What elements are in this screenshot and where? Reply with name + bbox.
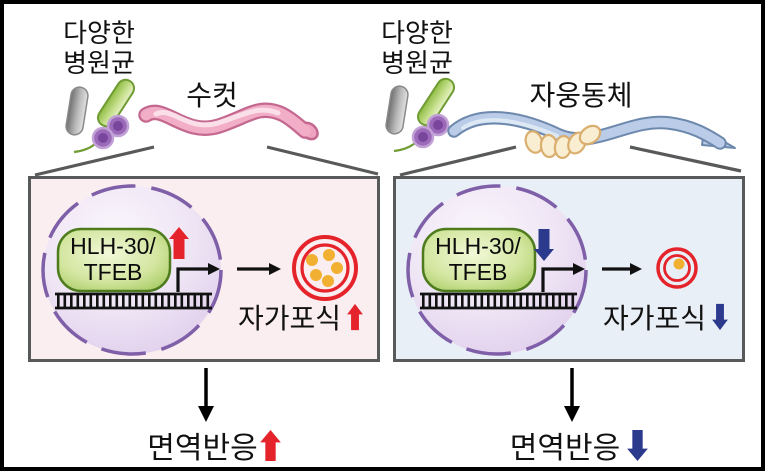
connector-line [34,145,155,177]
autophagosome-icon [292,235,358,301]
dna-icon [55,292,212,310]
autophagy-label-row: 자가포식 [223,297,379,337]
outcome-arrow-left [198,368,214,422]
hermaphrodite-cell-panel: HLH-30/ TFEB 자가포식 [393,176,745,362]
connector-line [399,145,517,177]
hermaphrodite-worm [447,111,736,160]
connector-line [629,145,742,173]
pathogen-bacteria-icon [65,78,136,154]
immune-response-text: 면역반응 [509,432,621,465]
figure-art-layer [34,74,742,422]
male-cell-panel: HLH-30/ TFEB 자가포식 [28,176,380,362]
pathogen-label-line2: 병원균 [381,48,453,78]
gene-label-line2: TFEB [448,259,508,285]
gene-label-line1: HLH-30/ [435,233,521,259]
pathogen-label-left: 다양한 병원균 [44,18,154,78]
male-worm [138,102,319,141]
autophagy-label: 자가포식 [237,303,342,334]
transcription-arrow-icon [176,263,220,292]
autophagy-label: 자가포식 [602,303,707,334]
gene-box [421,227,537,293]
pathogen-label-right: 다양한 병원균 [362,18,472,78]
egg-cluster [524,124,602,160]
immune-response-text: 면역반응 [147,432,258,465]
autophagosome-icon [656,247,698,289]
dna-icon [420,292,577,310]
cocci-bacteria-icon [91,114,130,150]
autophagy-label-row: 자가포식 [588,297,744,337]
down-arrow-icon [712,303,728,331]
outcome-arrow-right [564,368,580,422]
green-rod-bacterium-icon [96,78,136,128]
male-worm-label: 수컷 [186,80,238,111]
up-arrow-icon [347,303,363,331]
immune-response-label-left: 면역반응 [129,423,299,467]
immune-response-label-right: 면역반응 [494,423,664,467]
transcription-arrow-icon [541,263,585,292]
down-arrow-icon [627,429,649,461]
pathogen-label-line2: 병원균 [63,48,135,78]
pathogen-label-line1: 다양한 [381,18,453,48]
process-arrow-icon [602,263,642,275]
gene-label: HLH-30/ TFEB [421,228,535,290]
pathogen-bacteria-icon [383,74,459,153]
male-cell-art [41,184,358,356]
hermaphrodite-cell-art [406,184,698,356]
pathogen-label-line1: 다양한 [63,18,135,48]
connector-lines [34,145,742,177]
gene-box [56,227,172,293]
gene-label: HLH-30/ TFEB [56,228,170,290]
gene-label-line1: HLH-30/ [70,233,156,259]
connector-line [266,145,379,176]
hermaphrodite-worm-label: 자웅동체 [529,80,633,111]
process-arrow-icon [237,263,281,275]
down-arrow-icon [534,229,554,261]
up-arrow-icon [169,227,189,259]
gray-rod-bacterium-icon [65,86,89,136]
up-arrow-icon [259,429,281,461]
gene-label-line2: TFEB [83,259,143,285]
